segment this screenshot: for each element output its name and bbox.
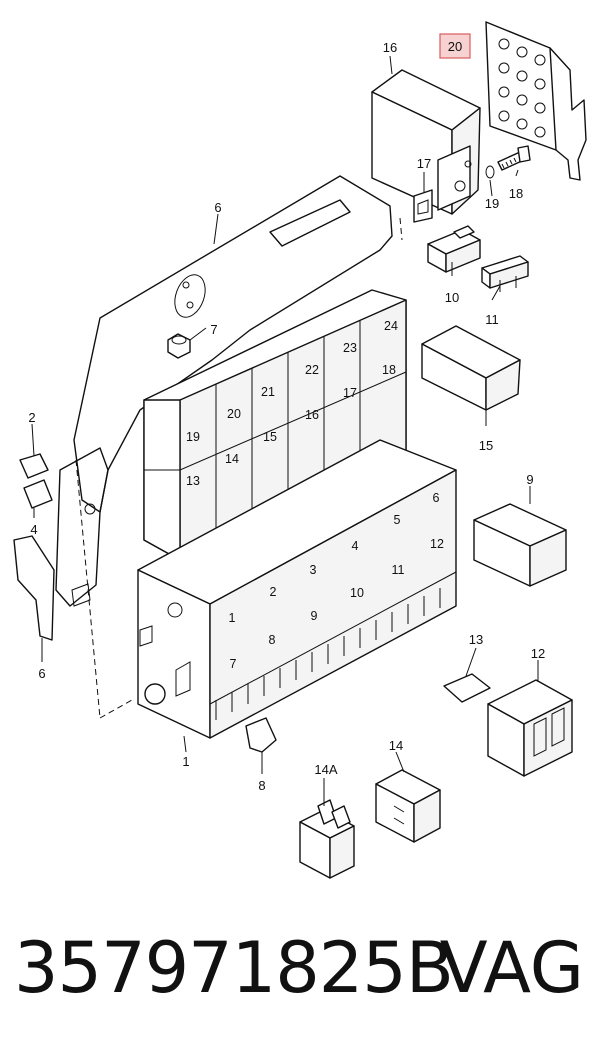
slot-6: 6 bbox=[433, 491, 440, 505]
slot-23: 23 bbox=[343, 341, 357, 355]
connector-14 bbox=[375, 769, 441, 843]
callout-6: 6 bbox=[38, 666, 45, 681]
slot-3: 3 bbox=[310, 563, 317, 577]
callout-2: 2 bbox=[28, 410, 35, 425]
callout-10: 10 bbox=[445, 290, 459, 305]
slot-7: 7 bbox=[230, 657, 237, 671]
callout-14a: 14A bbox=[314, 762, 337, 777]
brand-name: VAG bbox=[439, 927, 584, 1009]
callout-19: 19 bbox=[485, 196, 499, 211]
slot-22: 22 bbox=[305, 363, 319, 377]
callout-7: 7 bbox=[210, 322, 217, 337]
slot-11: 11 bbox=[392, 563, 405, 577]
plate-13 bbox=[443, 673, 491, 703]
callout-3: 4 bbox=[30, 522, 37, 537]
callout-1: 1 bbox=[182, 754, 189, 769]
callout-18: 18 bbox=[509, 186, 523, 201]
nut-7 bbox=[167, 333, 191, 359]
clip-2 bbox=[19, 453, 49, 479]
callout-4: 6 bbox=[214, 200, 221, 215]
clip-8 bbox=[245, 717, 277, 753]
callout-13: 13 bbox=[469, 632, 483, 647]
slot-5: 5 bbox=[394, 513, 401, 527]
clip-17 bbox=[413, 189, 433, 223]
washer-19 bbox=[485, 165, 495, 179]
slot-17: 17 bbox=[343, 386, 357, 400]
slot-9: 9 bbox=[311, 609, 318, 623]
callout-14: 14 bbox=[389, 738, 403, 753]
callout-labels: 6 16 17 18 19 10 11 7 2 4 6 15 9 13 12 1… bbox=[28, 40, 545, 793]
slot-24: 24 bbox=[384, 319, 398, 333]
central-electrics-housing bbox=[137, 439, 457, 739]
relay-16 bbox=[371, 69, 481, 215]
relay-9 bbox=[473, 503, 567, 587]
callout-12: 12 bbox=[531, 646, 545, 661]
slot-21: 21 bbox=[261, 385, 275, 399]
callout-20: 20 bbox=[448, 39, 462, 54]
slot-1: 1 bbox=[229, 611, 236, 625]
bracket-6 bbox=[13, 535, 55, 641]
cover-plate-20 bbox=[485, 21, 587, 181]
screw-18 bbox=[497, 145, 531, 171]
slot-13: 13 bbox=[186, 474, 200, 488]
clip-3 bbox=[23, 479, 53, 509]
relay-slot-labels: 19 20 21 22 23 24 13 14 15 16 17 18 1 2 … bbox=[186, 319, 444, 671]
slot-16: 16 bbox=[305, 408, 319, 422]
mounting-bracket bbox=[55, 175, 393, 607]
callout-8: 8 bbox=[258, 778, 265, 793]
relay-15 bbox=[421, 325, 521, 411]
relay-base-10 bbox=[427, 225, 481, 273]
connector-14a bbox=[299, 799, 355, 879]
connector-12 bbox=[487, 679, 573, 777]
slot-8: 8 bbox=[269, 633, 276, 647]
slot-12: 12 bbox=[430, 537, 444, 551]
callout-15: 15 bbox=[479, 438, 493, 453]
slot-14: 14 bbox=[225, 452, 239, 466]
slot-4: 4 bbox=[352, 539, 359, 553]
slot-15: 15 bbox=[263, 430, 277, 444]
callout-11: 11 bbox=[485, 312, 499, 327]
leader-lines bbox=[31, 55, 539, 806]
diagram-canvas: 6 16 17 18 19 10 11 7 2 4 6 15 9 13 12 1… bbox=[13, 21, 587, 879]
callout-16: 16 bbox=[383, 40, 397, 55]
callout-20-highlight: 20 bbox=[439, 33, 471, 59]
slot-18: 18 bbox=[382, 363, 396, 377]
part-number: 357971825B bbox=[14, 927, 454, 1009]
callout-9: 9 bbox=[526, 472, 533, 487]
connector-11 bbox=[481, 255, 529, 292]
callout-17: 17 bbox=[417, 156, 431, 171]
slot-10: 10 bbox=[350, 586, 364, 600]
slot-19: 19 bbox=[186, 430, 200, 444]
slot-2: 2 bbox=[270, 585, 277, 599]
slot-20: 20 bbox=[227, 407, 241, 421]
